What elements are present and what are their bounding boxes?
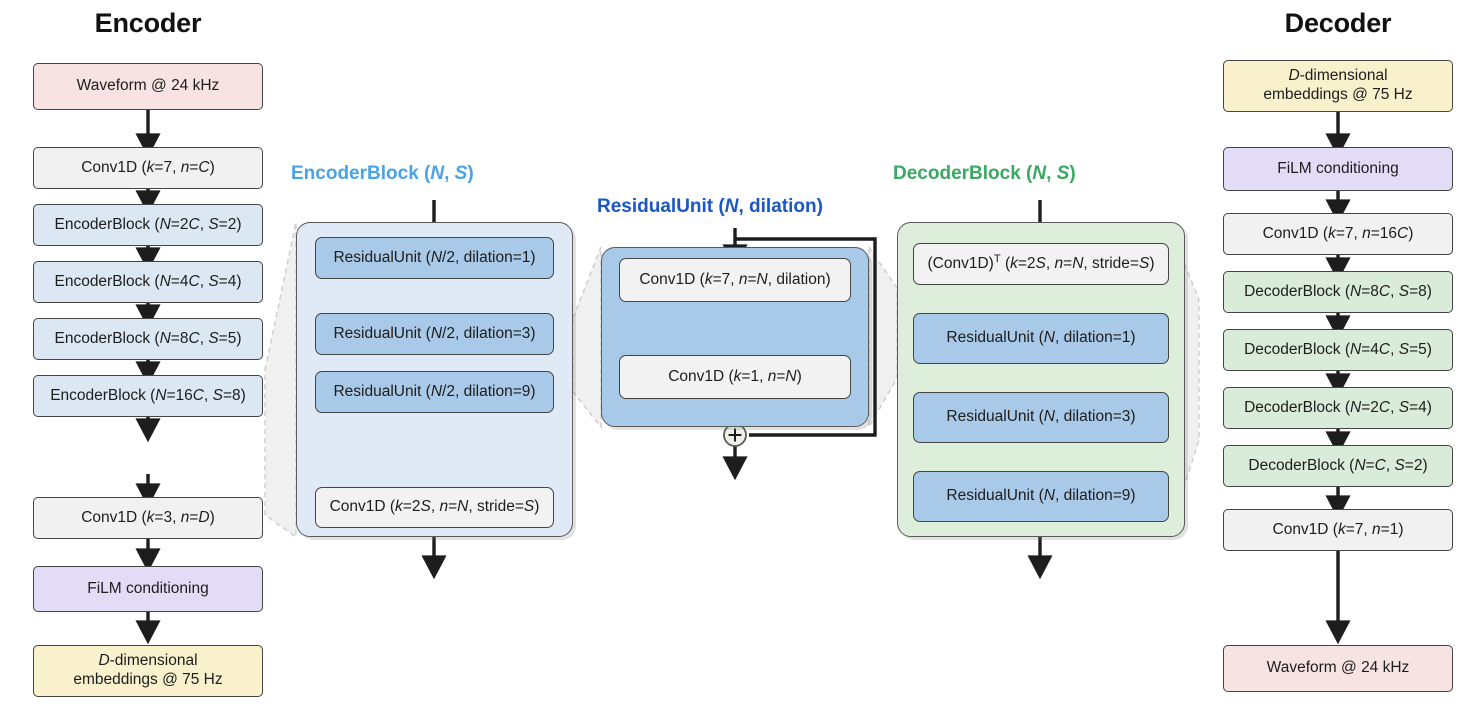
- encoder-node-waveform-label: Waveform @ 24 kHz: [76, 77, 220, 95]
- decoder-block-residualunit-3-label: ResidualUnit (N, dilation=9): [946, 487, 1136, 505]
- encoder-node-encoderblock-4-label: EncoderBlock (N=16C, S=8): [50, 386, 246, 404]
- encoder-block-conv1d[interactable]: Conv1D (k=2S, n=N, stride=S): [315, 487, 554, 528]
- decoder-node-waveform-label: Waveform @ 24 kHz: [1266, 659, 1410, 677]
- decoder-node-decoderblock-1[interactable]: DecoderBlock (N=8C, S=8): [1223, 271, 1453, 313]
- decoder-node-conv1d-out-label: Conv1D (k=7, n=1): [1272, 520, 1404, 538]
- encoder-block-residualunit-2-label: ResidualUnit (N/2, dilation=3): [333, 324, 536, 342]
- decoder-title: Decoder: [1284, 8, 1392, 38]
- encoder-node-conv1d-out-label: Conv1D (k=3, n=D): [81, 508, 215, 526]
- decoder-node-decoderblock-4[interactable]: DecoderBlock (N=C, S=2): [1223, 445, 1453, 487]
- encoder-block-panel-title: EncoderBlock (N, S): [291, 163, 474, 184]
- decoder-block-residualunit-1[interactable]: ResidualUnit (N, dilation=1): [913, 313, 1169, 364]
- decoder-node-decoderblock-2[interactable]: DecoderBlock (N=4C, S=5): [1223, 329, 1453, 371]
- residual-sum-node: [723, 423, 747, 447]
- encoder-node-conv1d-in[interactable]: Conv1D (k=7, n=C): [33, 147, 263, 189]
- decoder-node-conv1d-in[interactable]: Conv1D (k=7, n=16C): [1223, 213, 1453, 255]
- decoder-node-decoderblock-1-label: DecoderBlock (N=8C, S=8): [1244, 282, 1432, 300]
- decoder-block-residualunit-1-label: ResidualUnit (N, dilation=1): [946, 329, 1136, 347]
- decoder-block-residualunit-2-label: ResidualUnit (N, dilation=3): [946, 408, 1136, 426]
- decoder-block-convtranspose[interactable]: (Conv1D)T (k=2S, n=N, stride=S): [913, 243, 1169, 285]
- encoder-node-encoderblock-2[interactable]: EncoderBlock (N=4C, S=4): [33, 261, 263, 303]
- encoder-node-film-label: FiLM conditioning: [87, 579, 209, 597]
- encoder-node-conv1d-out[interactable]: Conv1D (k=3, n=D): [33, 497, 263, 539]
- encoder-node-encoderblock-1-label: EncoderBlock (N=2C, S=2): [54, 215, 242, 233]
- decoder-block-convtranspose-label: (Conv1D)T (k=2S, n=N, stride=S): [927, 253, 1155, 273]
- encoder-block-conv1d-label: Conv1D (k=2S, n=N, stride=S): [329, 498, 540, 516]
- decoder-node-film[interactable]: FiLM conditioning: [1223, 147, 1453, 191]
- encoder-node-conv1d-in-label: Conv1D (k=7, n=C): [81, 158, 215, 176]
- decoder-block-residualunit-2[interactable]: ResidualUnit (N, dilation=3): [913, 392, 1169, 443]
- encoder-node-encoderblock-3-label: EncoderBlock (N=8C, S=5): [54, 329, 242, 347]
- zoom-ribbon-encoder: [264, 221, 297, 539]
- decoder-node-decoderblock-3-label: DecoderBlock (N=2C, S=4): [1244, 398, 1432, 416]
- decoder-node-conv1d-in-label: Conv1D (k=7, n=16C): [1262, 224, 1414, 242]
- decoder-block-panel-title: DecoderBlock (N, S): [893, 163, 1076, 184]
- encoder-title: Encoder: [94, 8, 202, 38]
- encoder-node-film[interactable]: FiLM conditioning: [33, 566, 263, 612]
- decoder-node-film-label: FiLM conditioning: [1277, 159, 1399, 177]
- residual-unit-conv1d-2[interactable]: Conv1D (k=1, n=N): [619, 355, 851, 399]
- decoder-node-waveform[interactable]: Waveform @ 24 kHz: [1223, 645, 1453, 692]
- encoder-node-encoderblock-2-label: EncoderBlock (N=4C, S=4): [54, 272, 242, 290]
- residual-unit-panel-title: ResidualUnit (N, dilation): [597, 196, 823, 217]
- encoder-node-encoderblock-3[interactable]: EncoderBlock (N=8C, S=5): [33, 318, 263, 360]
- encoder-node-encoderblock-1[interactable]: EncoderBlock (N=2C, S=2): [33, 204, 263, 246]
- decoder-node-decoderblock-2-label: DecoderBlock (N=4C, S=5): [1244, 340, 1432, 358]
- decoder-block-residualunit-3[interactable]: ResidualUnit (N, dilation=9): [913, 471, 1169, 522]
- encoder-node-waveform[interactable]: Waveform @ 24 kHz: [33, 63, 263, 110]
- zoom-ribbon-residual-left: [572, 246, 602, 429]
- residual-unit-conv1d-2-label: Conv1D (k=1, n=N): [668, 367, 802, 385]
- encoder-block-residualunit-1[interactable]: ResidualUnit (N/2, dilation=1): [315, 237, 554, 279]
- residual-unit-conv1d-1-label: Conv1D (k=7, n=N, dilation): [639, 270, 831, 288]
- encoder-block-residualunit-3-label: ResidualUnit (N/2, dilation=9): [333, 382, 536, 400]
- encoder-node-encoderblock-4[interactable]: EncoderBlock (N=16C, S=8): [33, 375, 263, 417]
- encoder-block-residualunit-1-label: ResidualUnit (N/2, dilation=1): [333, 248, 536, 266]
- decoder-node-decoderblock-4-label: DecoderBlock (N=C, S=2): [1248, 456, 1428, 474]
- decoder-node-conv1d-out[interactable]: Conv1D (k=7, n=1): [1223, 509, 1453, 551]
- decoder-node-decoderblock-3[interactable]: DecoderBlock (N=2C, S=4): [1223, 387, 1453, 429]
- encoder-block-residualunit-3[interactable]: ResidualUnit (N/2, dilation=9): [315, 371, 554, 413]
- residual-unit-conv1d-1[interactable]: Conv1D (k=7, n=N, dilation): [619, 258, 851, 302]
- zoom-ribbon-residual-right: [868, 244, 898, 430]
- encoder-block-residualunit-2[interactable]: ResidualUnit (N/2, dilation=3): [315, 313, 554, 355]
